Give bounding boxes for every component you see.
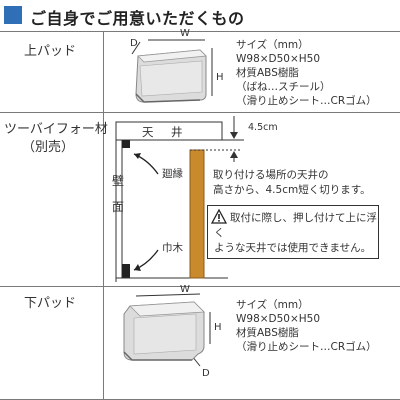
column-divider <box>103 31 104 400</box>
top-pad-dim-h: H <box>216 72 224 83</box>
top-pad-label: 上パッド <box>24 44 77 59</box>
spec-line: 材質ABS樹脂 <box>236 327 299 339</box>
stud-sublabel: （別売） <box>22 140 75 155</box>
molding-label: 廻縁 <box>162 168 183 180</box>
wall-label: 壁 面 <box>112 174 125 214</box>
spec-line: W98×D50×H50 <box>236 313 321 325</box>
spec-line: サイズ（mm） <box>236 299 309 311</box>
spec-line: （滑り止めシート…CRゴム） <box>236 341 377 353</box>
stud-label: ツーバイフォー材 <box>4 122 108 137</box>
bottom-pad-dim-d: D <box>202 368 210 379</box>
bottom-pad-illustration <box>123 293 211 367</box>
ceiling-label: 天 井 <box>142 125 186 139</box>
divider-2 <box>0 286 400 287</box>
bottom-pad-dim-w: W <box>180 284 190 295</box>
warning-box: 取付に際し、押し付けて上に浮く ような天井では使用できません。 <box>207 205 379 259</box>
bottom-pad-dim-h: H <box>214 322 222 333</box>
warning-text: 取付に際し、押し付けて上に浮く ような天井では使用できません。 <box>214 211 378 256</box>
page-title: ご自身でご用意いただくもの <box>30 9 245 28</box>
gap-label: 4.5cm <box>248 122 278 133</box>
bottom-pad-label: 下パッド <box>24 296 77 311</box>
spec-line: （ばね…スチール） <box>236 81 331 93</box>
header-accent-square <box>4 6 22 24</box>
warning-line: 取付に際し、押し付けて上に浮く <box>214 212 377 239</box>
spec-line: （滑り止めシート…CRゴム） <box>236 95 377 107</box>
spec-line: 材質ABS樹脂 <box>236 67 299 79</box>
top-pad-illustration <box>131 39 213 103</box>
spec-line: W98×D50×H50 <box>236 53 321 65</box>
top-pad-dim-d: D <box>130 38 138 49</box>
top-pad-specs: サイズ（mm） W98×D50×H50 材質ABS樹脂 （ばね…スチール） （滑… <box>236 38 377 108</box>
spec-line: サイズ（mm） <box>236 39 309 51</box>
warning-icon <box>211 209 227 224</box>
baseboard-label: 巾木 <box>162 242 183 254</box>
cut-note: 取り付ける場所の天井の 高さから、4.5cm短く切ります。 <box>213 168 371 198</box>
divider-top <box>0 31 400 32</box>
note-line: 高さから、4.5cm短く切ります。 <box>213 184 371 196</box>
stud-diagram <box>115 116 244 282</box>
divider-1 <box>0 112 400 113</box>
warning-line: ような天井では使用できません。 <box>214 242 372 254</box>
bottom-pad-specs: サイズ（mm） W98×D50×H50 材質ABS樹脂 （滑り止めシート…CRゴ… <box>236 298 377 354</box>
top-pad-dim-w: W <box>180 28 190 39</box>
note-line: 取り付ける場所の天井の <box>213 169 329 181</box>
